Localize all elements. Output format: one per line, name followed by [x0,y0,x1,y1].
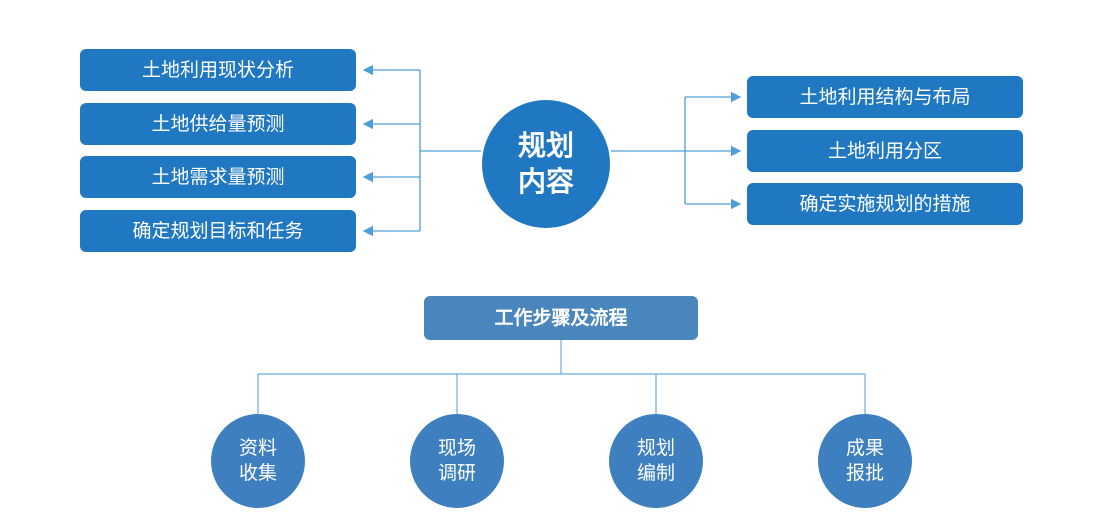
step-label-line1: 成果 [845,437,884,459]
step-label-line2: 收集 [238,462,277,484]
step-plan-drafting: 规划 编制 [609,414,703,508]
workflow-connectors [257,340,866,414]
step-label-line2: 编制 [636,462,675,484]
center-label-line2: 内容 [517,165,574,198]
center-planning-content-circle: 规划 内容 [482,100,610,228]
right-item-implementation-measures: 确定实施规划的措施 [747,183,1023,225]
step-label-line1: 现场 [437,437,476,459]
center-label-line1: 规划 [517,129,574,162]
step-label-line2: 报批 [845,462,884,484]
left-connectors [362,64,481,237]
step-label-line2: 调研 [437,462,476,484]
right-item-structure-layout: 土地利用结构与布局 [747,76,1023,118]
left-item-land-supply-forecast: 土地供给量预测 [80,103,356,145]
step-submission-approval: 成果 报批 [818,414,912,508]
left-item-land-status-analysis: 土地利用现状分析 [80,49,356,91]
step-data-collection: 资料 收集 [211,414,305,508]
right-item-zoning: 土地利用分区 [747,130,1023,172]
workflow-title: 工作步骤及流程 [424,296,698,340]
left-item-land-demand-forecast: 土地需求量预测 [80,156,356,198]
step-label-line1: 规划 [636,437,675,459]
right-connectors [611,91,742,210]
step-field-survey: 现场 调研 [410,414,504,508]
step-label-line1: 资料 [238,437,277,459]
left-item-planning-goals: 确定规划目标和任务 [80,210,356,252]
